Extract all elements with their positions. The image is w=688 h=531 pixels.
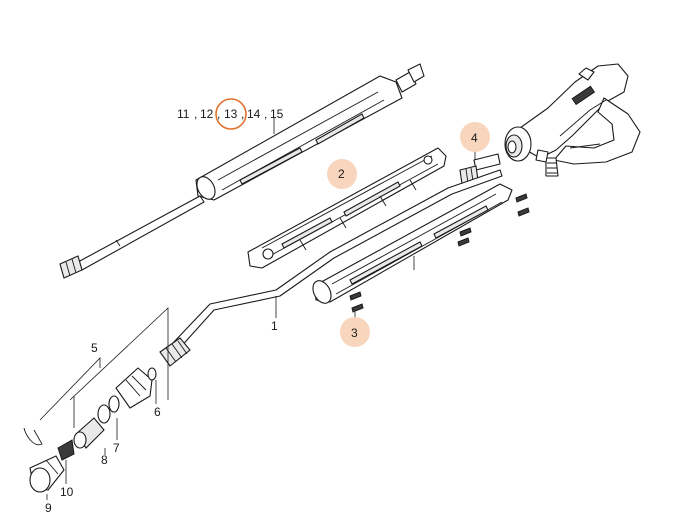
label-separator: , xyxy=(264,107,267,121)
label-part-12: 12 xyxy=(200,107,214,121)
label-part-5: 5 xyxy=(91,341,98,355)
label-part-4: 4 xyxy=(471,131,478,145)
label-part-15: 15 xyxy=(270,107,284,121)
part-2-handle-shell xyxy=(247,147,447,269)
label-separator: , xyxy=(217,107,220,121)
label-part-11: 11 xyxy=(177,107,190,121)
highlight-marker-4 xyxy=(460,122,490,152)
highlight-marker-3 xyxy=(340,317,370,347)
label-part-2: 2 xyxy=(338,167,345,181)
label-part-1: 1 xyxy=(271,319,278,333)
trigger-gun xyxy=(504,63,641,177)
label-part-6: 6 xyxy=(154,405,161,419)
label-part-3: 3 xyxy=(351,326,358,340)
highlight-ring-13 xyxy=(215,98,247,130)
label-separator: , xyxy=(194,107,197,121)
label-part-14: 14 xyxy=(247,107,261,121)
label-part-13: 13 xyxy=(224,107,238,121)
highlight-marker-2 xyxy=(327,159,357,189)
label-part-8: 8 xyxy=(101,453,108,467)
nozzle-group xyxy=(23,307,169,500)
part-1-lance xyxy=(159,169,503,367)
part-11-15-lance-assembly xyxy=(59,63,425,279)
label-part-10: 10 xyxy=(60,485,74,499)
label-part-7: 7 xyxy=(113,441,120,455)
label-part-9: 9 xyxy=(45,501,52,515)
label-separator: , xyxy=(241,107,244,121)
part-3-handle-shell xyxy=(312,183,513,304)
